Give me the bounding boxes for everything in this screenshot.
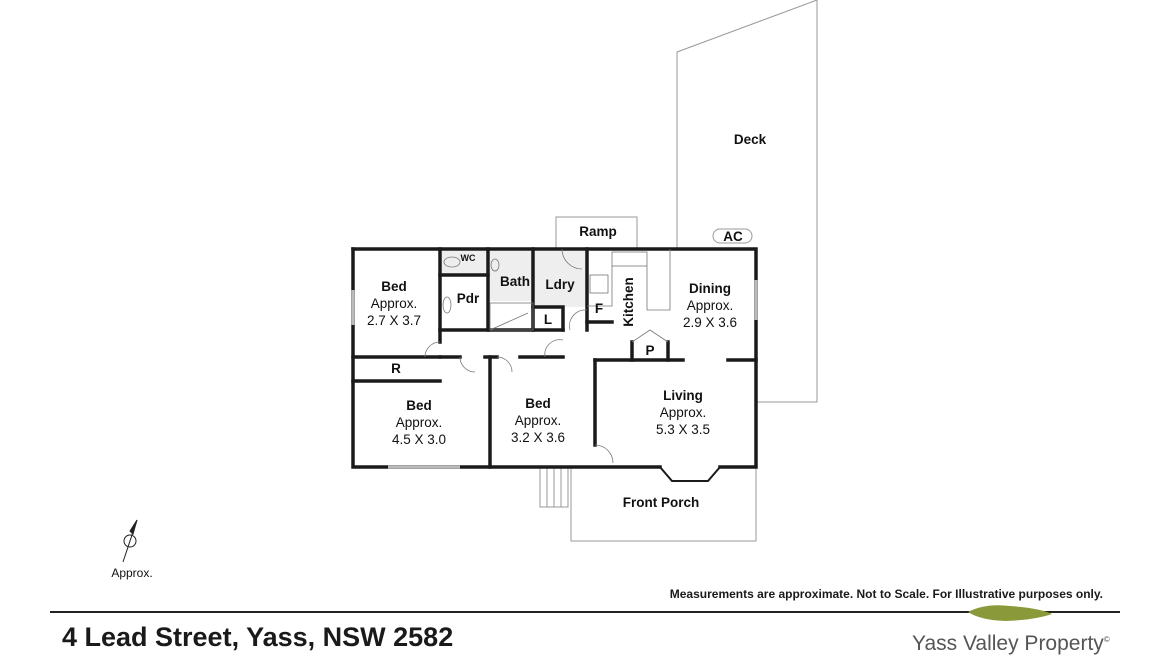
f-label: F bbox=[595, 301, 603, 316]
deck-outline bbox=[676, 0, 818, 403]
wc-label: WC bbox=[461, 253, 476, 263]
front-porch-label: Front Porch bbox=[623, 495, 700, 510]
bed3-approx: Approx. bbox=[515, 413, 562, 428]
ac-unit bbox=[712, 228, 753, 244]
r-label: R bbox=[391, 361, 401, 376]
l-label: L bbox=[544, 312, 552, 327]
compass-icon bbox=[122, 519, 138, 563]
pdr-label: Pdr bbox=[457, 291, 480, 306]
compass-label: Approx. bbox=[111, 566, 152, 580]
dining-size: 2.9 X 3.6 bbox=[683, 315, 737, 330]
brand-name: Yass Valley Property© bbox=[912, 632, 1110, 656]
kitchen-label: Kitchen bbox=[621, 277, 636, 327]
leaf-logo-icon bbox=[968, 605, 1052, 621]
walls bbox=[351, 247, 758, 482]
ramp-label: Ramp bbox=[579, 224, 617, 239]
p-label: P bbox=[645, 343, 654, 358]
living-approx: Approx. bbox=[660, 405, 707, 420]
bath-label: Bath bbox=[500, 274, 530, 289]
ramp-outline bbox=[555, 216, 638, 249]
bed3-size: 3.2 X 3.6 bbox=[511, 430, 565, 445]
dining-approx: Approx. bbox=[687, 298, 734, 313]
living-name: Living bbox=[663, 388, 703, 403]
front-porch-outline bbox=[570, 467, 757, 542]
ldry-label: Ldry bbox=[545, 277, 575, 292]
bed1-approx: Approx. bbox=[371, 296, 418, 311]
living-size: 5.3 X 3.5 bbox=[656, 422, 710, 437]
property-address: 4 Lead Street, Yass, NSW 2582 bbox=[62, 622, 454, 652]
dining-name: Dining bbox=[689, 281, 731, 296]
ac-label: AC bbox=[723, 229, 743, 244]
bed2-name: Bed bbox=[406, 398, 432, 413]
bed1-name: Bed bbox=[381, 279, 407, 294]
bed2-size: 4.5 X 3.0 bbox=[392, 432, 446, 447]
bed3-name: Bed bbox=[525, 396, 551, 411]
bed1-size: 2.7 X 3.7 bbox=[367, 313, 421, 328]
brand-text: Yass Valley Property bbox=[912, 632, 1104, 655]
bed2-approx: Approx. bbox=[396, 415, 443, 430]
deck-label: Deck bbox=[734, 132, 767, 147]
brand-mark: © bbox=[1103, 635, 1110, 644]
disclaimer: Measurements are approximate. Not to Sca… bbox=[669, 587, 1103, 601]
steps bbox=[539, 466, 569, 508]
fixtures bbox=[351, 248, 758, 469]
